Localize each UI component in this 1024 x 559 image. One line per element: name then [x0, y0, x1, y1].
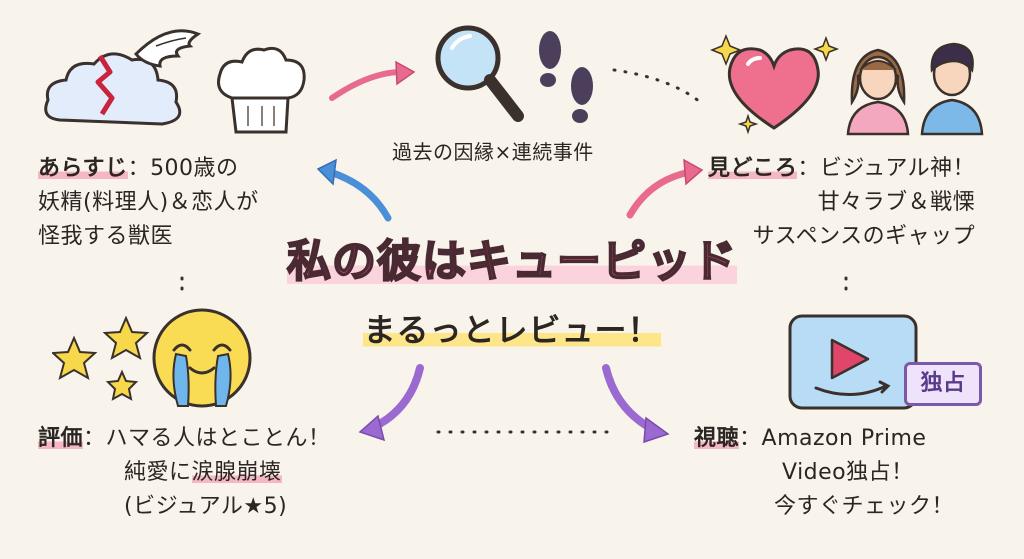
couple-icon: [846, 42, 984, 136]
chef-hat-icon: [217, 46, 306, 134]
winged-cloud-icon: [44, 29, 202, 126]
watch-line2: Video独占！: [782, 460, 914, 485]
synopsis-block: あらすじ：500歳の 妖精(料理人)＆恋人が 怪我する獣医: [38, 156, 259, 249]
rating-line2-pre: 純愛に: [124, 460, 192, 485]
top-caption: 過去の因縁×連続事件: [392, 140, 594, 164]
heart-icon: [709, 33, 840, 135]
rating-line3: (ビジュアル★5): [124, 494, 288, 519]
synopsis-line2: 妖精(料理人)＆恋人が: [38, 190, 259, 215]
stars-icon: [52, 316, 150, 401]
video-play-icon: [788, 314, 918, 410]
arrow-to-highlights: [626, 168, 694, 219]
synopsis-line3: 怪我する獣医: [38, 224, 174, 249]
crying-face-icon: [152, 308, 252, 408]
main-title: 私の彼はキューピッド: [262, 236, 762, 287]
rating-block: 評価：ハマる人はとことん！ 純愛に涙腺崩壊 (ビジュアル★5): [38, 426, 331, 519]
sub-title-text: まるっとレビュー！: [363, 311, 661, 349]
watch-label: 視聴: [694, 426, 740, 451]
highlights-line2: 甘々ラブ＆戦慄: [817, 190, 976, 215]
highlights-line3: サスペンスのギャップ: [752, 224, 976, 249]
rating-label: 評価: [38, 426, 84, 451]
highlights-line1: ：ビジュアル神！: [797, 156, 976, 181]
watch-line3: 今すぐチェック！: [774, 494, 955, 519]
watch-line1: ：Amazon Prime: [739, 426, 927, 451]
main-title-text: 私の彼はキューピッド: [286, 236, 737, 287]
exclusive-badge-label: 独占: [920, 371, 966, 396]
watch-block: 視聴：Amazon Prime Video独占！ 今すぐチェック！: [694, 426, 955, 519]
rating-line2-highlight: 涙腺崩壊: [191, 460, 282, 485]
footprints-icon: [539, 31, 593, 123]
magnifying-glass-icon: [435, 25, 524, 122]
arrow-to-magnifier: [329, 69, 405, 101]
exclusive-badge: 独占: [904, 362, 982, 406]
rating-line1: ：ハマる人はとことん！: [83, 426, 331, 451]
sub-title: まるっとレビュー！: [262, 311, 762, 349]
highlights-label: 見どころ: [708, 156, 798, 181]
highlights-block: 見どころ：ビジュアル神！ 甘々ラブ＆戦慄 サスペンスのギャップ: [708, 156, 976, 249]
dotted-top-right: [612, 68, 702, 104]
synopsis-label: あらすじ: [38, 156, 128, 181]
synopsis-line1: ：500歳の: [127, 156, 239, 181]
arrow-to-synopsis: [326, 168, 392, 222]
